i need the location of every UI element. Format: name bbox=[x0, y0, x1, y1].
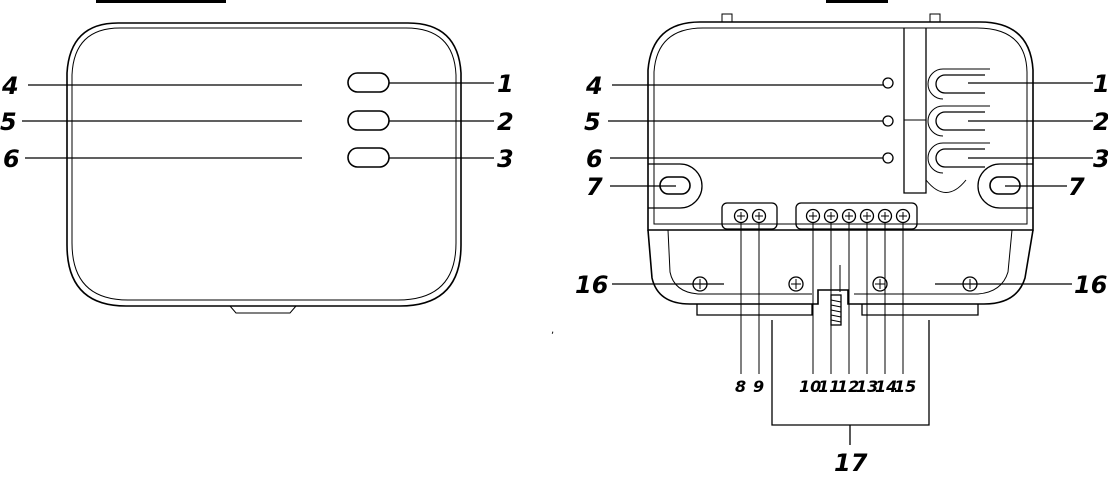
back-callout-7-left: 7 bbox=[586, 173, 603, 201]
front-bottom-tab bbox=[229, 305, 297, 314]
terminal-screw-11 bbox=[823, 208, 839, 224]
front-callout-4: 4 bbox=[1, 72, 19, 100]
back-callout-4: 4 bbox=[585, 72, 603, 100]
terminal-callout-15: 15 bbox=[894, 377, 916, 396]
terminal-screw-15 bbox=[895, 208, 911, 224]
clamp-plate-right bbox=[861, 304, 979, 316]
terminal-screw-13 bbox=[859, 208, 875, 224]
back-callout-2: 2 bbox=[1093, 108, 1108, 136]
back-housing-outer bbox=[647, 21, 1034, 231]
terminal-callout-8: 8 bbox=[735, 377, 746, 396]
terminal-callout-13: 13 bbox=[856, 377, 878, 396]
back-lower-inner bbox=[667, 229, 1013, 295]
back-callout-7-right: 7 bbox=[1068, 173, 1085, 201]
front-button-1 bbox=[347, 72, 390, 93]
terminal-screw-8 bbox=[733, 208, 749, 224]
terminal-callout-11: 11 bbox=[818, 377, 840, 396]
terminal-screw-slots bbox=[737, 212, 907, 220]
back-callout-1: 1 bbox=[1093, 70, 1108, 98]
front-button-3 bbox=[347, 147, 390, 168]
back-mount-boss-left bbox=[648, 163, 703, 209]
back-callout-16-right: 16 bbox=[1074, 271, 1107, 299]
back-top-clip-left bbox=[721, 13, 733, 22]
terminal-screw-12 bbox=[841, 208, 857, 224]
front-callout-3: 3 bbox=[497, 145, 514, 173]
back-view-header-bar bbox=[826, 0, 888, 3]
terminal-screw-9 bbox=[751, 208, 767, 224]
back-mount-boss-right bbox=[977, 163, 1033, 209]
cover-screw-slots bbox=[695, 279, 975, 289]
front-callout-1: 1 bbox=[497, 70, 514, 98]
back-top-clip-right bbox=[929, 13, 941, 22]
back-cover-panel bbox=[903, 28, 927, 194]
front-housing-inner bbox=[71, 27, 457, 301]
back-button-frame-1 bbox=[927, 68, 990, 100]
back-button-stem-3 bbox=[935, 148, 985, 168]
back-button-stem-1 bbox=[935, 74, 985, 94]
cover-screw-c bbox=[872, 276, 888, 292]
terminal-leaders bbox=[740, 223, 904, 374]
back-indicator-4 bbox=[882, 77, 894, 89]
back-indicator-5 bbox=[882, 115, 894, 127]
terminal-callout-9: 9 bbox=[753, 377, 764, 396]
front-button-2 bbox=[347, 110, 390, 131]
back-view: 1 2 3 7 16 4 5 6 7 16 8 9 10 11 12 13 14… bbox=[575, 13, 1108, 477]
back-button-frame-2 bbox=[927, 105, 990, 137]
back-callout-5: 5 bbox=[584, 108, 601, 136]
back-cover-step bbox=[904, 119, 967, 193]
back-lower-compartment bbox=[647, 229, 1034, 305]
terminal-screw-10 bbox=[805, 208, 821, 224]
back-indicator-6 bbox=[882, 152, 894, 164]
terminal-block-left bbox=[721, 202, 778, 230]
front-callout-2: 2 bbox=[497, 108, 514, 136]
terminal-callout-12: 12 bbox=[837, 377, 859, 396]
cover-screws bbox=[692, 276, 978, 292]
clamp-plate-left bbox=[696, 304, 813, 316]
terminal-block-right bbox=[795, 202, 918, 230]
front-view-header-bar bbox=[96, 0, 226, 3]
bracket-17 bbox=[771, 320, 930, 445]
back-callout-3: 3 bbox=[1093, 145, 1108, 173]
front-view: 1 2 3 4 5 6 bbox=[0, 22, 514, 314]
back-button-stem-2 bbox=[935, 111, 985, 131]
front-callout-6: 6 bbox=[3, 145, 20, 173]
terminal-screws bbox=[733, 208, 911, 224]
terminal-callout-10: 10 bbox=[799, 377, 821, 396]
terminal-screw-14 bbox=[877, 208, 893, 224]
stray-mark: , bbox=[551, 325, 554, 336]
cover-screw-b bbox=[788, 276, 804, 292]
terminal-callout-14: 14 bbox=[875, 377, 897, 396]
back-housing-inner bbox=[653, 27, 1028, 225]
back-button-frame-3 bbox=[927, 142, 990, 174]
front-housing-outer bbox=[66, 22, 462, 307]
centre-adjuster-thread bbox=[830, 299, 842, 323]
back-callout-6: 6 bbox=[586, 145, 603, 173]
front-callout-5: 5 bbox=[0, 108, 17, 136]
back-callout-16-left: 16 bbox=[575, 271, 608, 299]
back-callout-17: 17 bbox=[834, 449, 868, 477]
